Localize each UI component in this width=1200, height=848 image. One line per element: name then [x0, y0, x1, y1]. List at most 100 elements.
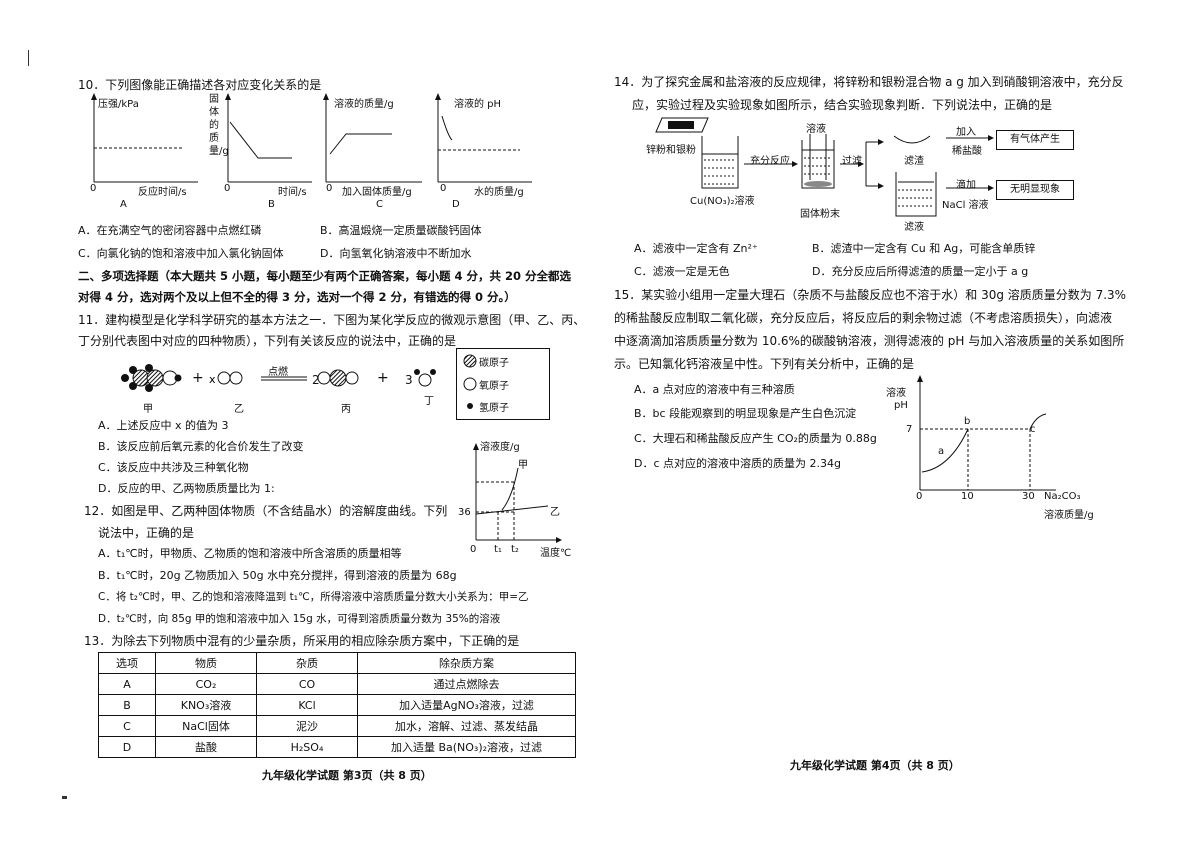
impurity-table: 选项 物质 杂质 除杂质方案 A CO₂ CO 通过点燃除去 B KNO₃溶液 …	[98, 652, 576, 758]
q15-option-c: C．大理石和稀盐酸反应产生 CO₂的质量为 0.88g	[634, 432, 877, 445]
molecule-ding	[414, 369, 436, 387]
right-footer: 九年级化学试题 第4页（共 8 页）	[790, 759, 960, 772]
result-box-1: 有气体产生	[996, 130, 1074, 150]
cell: 加入适量 Ba(NO₃)₂溶液，过滤	[357, 736, 576, 758]
q12-line1: 12．如图是甲、乙两种固体物质（不含结晶水）的溶解度曲线。下列	[84, 504, 448, 518]
cell: CO	[256, 673, 358, 695]
ph-graph	[917, 375, 1056, 491]
ph-y7: 7	[906, 424, 913, 435]
cell: A	[98, 673, 156, 695]
q10-graphs	[91, 93, 532, 183]
graph-a-ylabel: 压强/kPa	[98, 99, 139, 110]
q10-stem: 10．下列图像能正确描述各对应变化关系的是	[78, 78, 322, 92]
cell: 泥沙	[256, 715, 358, 737]
sol-xlabel: 温度℃	[540, 548, 572, 559]
legend-carbon: 碳原子	[479, 358, 509, 369]
q10-option-a: A．在充满空气的密闭容器中点燃红磷	[78, 224, 262, 237]
diag-solid: 固体粉末	[800, 209, 840, 220]
sol-jia: 甲	[518, 460, 528, 471]
q12-line2: 说法中，正确的是	[98, 526, 195, 540]
ph-x10: 10	[961, 491, 974, 502]
cell: KNO₃溶液	[155, 694, 257, 716]
ph-ylabel2: pH	[894, 400, 908, 411]
table-row: C NaCl固体 泥沙 加水，溶解、过滤、蒸发结晶	[98, 715, 576, 737]
result-box-2: 无明显现象	[996, 180, 1074, 200]
q11-option-a: A．上述反应中 x 的值为 3	[98, 419, 229, 432]
ph-point-b: b	[964, 416, 971, 427]
graph-d-ylabel: 溶液的 pH	[454, 99, 502, 110]
q11-option-d: D．反应的甲、乙两物质质量比为 1:	[98, 482, 275, 495]
q15-line1: 15．某实验小组用一定量大理石（杂质不与盐酸反应也不溶于水）和 30g 溶质质量…	[614, 288, 1127, 302]
q10-option-b: B．高温煅烧一定质量碳酸钙固体	[320, 224, 482, 237]
graph-a-origin: 0	[90, 183, 97, 194]
molecule-yi: x	[209, 371, 243, 386]
q15-line2: 的稀盐酸反应制取二氧化碳，充分反应后，将反应后的剩余物过滤（不考虑溶质损失），向…	[614, 311, 1113, 325]
q12-option-b: B．t₁℃时，20g 乙物质加入 50g 水中充分搅拌，得到溶液的质量为 68g	[98, 569, 457, 582]
sol-t2: t₂	[511, 544, 519, 555]
plus-2: +	[377, 370, 389, 386]
q11-line1: 11．建构模型是化学科学研究的基本方法之一．下图为某化学反应的微观示意图（甲、乙…	[78, 313, 586, 327]
label-bing: 丙	[341, 404, 351, 415]
experiment-diagram	[655, 117, 994, 217]
diag-residue: 滤渣	[904, 156, 924, 167]
q10-option-c: C．向氯化钠的饱和溶液中加入氯化钠固体	[78, 247, 284, 260]
ph-xlabel2: 溶液质量/g	[1044, 510, 1094, 521]
section2-line2: 对得 4 分，选对两个及以上但不全的得 3 分，选对一个得 2 分，有错选的得 …	[78, 290, 516, 304]
graph-c-letter: C	[376, 199, 383, 210]
ph-point-a: a	[938, 446, 945, 457]
label-ding: 丁	[424, 396, 434, 407]
graph-a-letter: A	[120, 199, 127, 210]
q12-option-c: C．将 t₂℃时，甲、乙的饱和溶液降温到 t₁℃，所得溶液中溶质质量分数大小关系…	[98, 591, 529, 603]
cell: 加入适量AgNO₃溶液，过滤	[357, 694, 576, 716]
coef-bing: 2	[312, 373, 320, 387]
q12-option-a: A．t₁℃时，甲物质、乙物质的饱和溶液中所含溶质的质量相等	[98, 547, 402, 560]
q15-option-a: A．a 点对应的溶液中有三种溶质	[634, 383, 795, 396]
ph-x0: 0	[916, 491, 923, 502]
legend-oxygen: 氧原子	[479, 381, 509, 392]
ph-point-c: c	[1030, 424, 1036, 435]
q15-option-d: D．c 点对应的溶液中溶质的质量为 2.34g	[634, 457, 841, 470]
equation-condition: 点燃	[268, 367, 288, 378]
sol-ylabel: 溶液度/g	[480, 442, 520, 453]
cell: C	[98, 715, 156, 737]
label-yi: 乙	[234, 404, 244, 415]
graph-b-ylabel: 固体的质量/g	[209, 94, 229, 157]
col-option: 选项	[98, 652, 156, 674]
graph-d	[435, 93, 532, 183]
plus-1: +	[192, 370, 204, 386]
q14-option-c: C．滤液一定是无色	[634, 265, 730, 278]
q14-option-b: B．滤渣中一定含有 Cu 和 Ag，可能含单质锌	[812, 242, 1036, 255]
scan-mark	[28, 50, 29, 66]
cell: NaCl固体	[155, 715, 257, 737]
diag-reagent1: 稀盐酸	[952, 146, 982, 157]
cell: CO₂	[155, 673, 257, 695]
q14-line2: 应，实验过程及实验现象如图所示，结合实验现象判断．下列说法中，正确的是	[632, 98, 1053, 112]
sol-t1: t₁	[494, 544, 502, 555]
q15-option-b: B．bc 段能观察到的明显现象是产生白色沉淀	[634, 407, 857, 420]
table-row: D 盐酸 H₂SO₄ 加入适量 Ba(NO₃)₂溶液，过滤	[98, 736, 576, 758]
label-jia: 甲	[143, 404, 153, 415]
q10-option-d: D．向氢氧化钠溶液中不断加水	[320, 247, 472, 260]
q12-option-d: D．t₂℃时，向 85g 甲的饱和溶液中加入 15g 水，可得到溶质质量分数为 …	[98, 613, 501, 625]
ph-ylabel1: 溶液	[886, 388, 906, 399]
q11-equation: x	[121, 364, 436, 392]
left-footer: 九年级化学试题 第3页（共 8 页）	[262, 769, 432, 782]
ph-x30: 30	[1022, 491, 1035, 502]
table-row: A CO₂ CO 通过点燃除去	[98, 673, 576, 695]
q15-line3: 中逐滴滴加溶质质量分数为 10.6%的碳酸钠溶液，测得滤液的 pH 与加入溶液质…	[614, 334, 1125, 348]
q14-line1: 14．为了探究金属和盐溶液的反应规律，将锌粉和银粉混合物 a g 加入到硝酸铜溶…	[614, 75, 1124, 89]
diag-add1: 加入	[956, 127, 976, 138]
cell: B	[98, 694, 156, 716]
diag-step1: 充分反应	[750, 156, 790, 167]
sol-yi: 乙	[550, 507, 560, 518]
graph-d-xlabel: 水的质量/g	[474, 187, 524, 198]
diag-reagent2: NaCl 溶液	[942, 200, 989, 211]
legend-hydrogen: 氢原子	[479, 403, 509, 414]
graph-b-xlabel: 时间/s	[278, 187, 307, 198]
graph-a-xlabel: 反应时间/s	[138, 187, 187, 198]
diag-solution: Cu(NO₃)₂溶液	[690, 196, 755, 207]
cell: 盐酸	[155, 736, 257, 758]
coef-ding: 3	[405, 373, 413, 387]
table-row: B KNO₃溶液 KCl 加入适量AgNO₃溶液，过滤	[98, 694, 576, 716]
q11-line2: 丁分别代表图中对应的四种物质），下列有关该反应的说法中，正确的是	[78, 334, 457, 348]
